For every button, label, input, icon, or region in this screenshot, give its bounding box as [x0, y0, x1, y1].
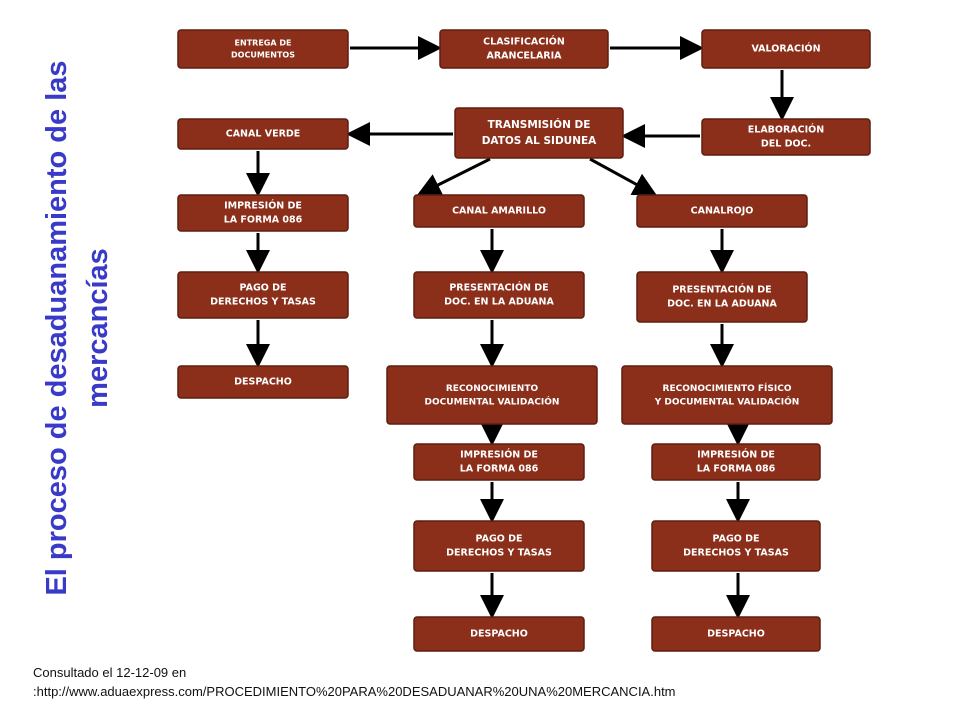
box-shape	[439, 29, 609, 69]
box-shape	[413, 520, 585, 572]
box-label: DERECHOS Y TASAS	[210, 297, 316, 308]
box-shape	[701, 118, 871, 156]
flow-arrow	[589, 157, 658, 196]
box-shape	[413, 271, 585, 319]
box-shape	[636, 194, 808, 228]
box-label: IMPRESIÓN DE	[460, 448, 538, 460]
box-pago-1: PAGO DE DERECHOS Y TASAS	[177, 271, 349, 319]
box-shape	[651, 520, 821, 572]
box-label: Y DOCUMENTAL VALIDACIÓN	[654, 395, 800, 407]
box-canal-amarillo: CANAL AMARILLO	[413, 194, 585, 228]
box-valoracion: VALORACIÓN	[701, 29, 871, 69]
box-shape	[177, 365, 349, 399]
box-label: DESPACHO	[234, 377, 292, 388]
box-shape	[386, 365, 598, 425]
box-shape	[651, 443, 821, 481]
box-impresion-1: IMPRESIÓN DE LA FORMA 086	[177, 194, 349, 232]
box-label: DOCUMENTOS	[231, 51, 295, 60]
box-pago-3: PAGO DE DERECHOS Y TASAS	[651, 520, 821, 572]
box-canal-verde: CANAL VERDE	[177, 118, 349, 150]
box-label: DESPACHO	[707, 629, 765, 640]
box-shape	[177, 194, 349, 232]
box-label: VALORACIÓN	[751, 43, 820, 55]
box-label: PAGO DE	[713, 533, 760, 544]
box-label: ELABORACIÓN	[748, 123, 824, 135]
box-label: DERECHOS Y TASAS	[683, 548, 789, 559]
box-presentacion-3: PRESENTACIÓN DE DOC. EN LA ADUANA	[636, 271, 808, 323]
box-label: DATOS AL SIDUNEA	[482, 135, 597, 147]
box-shape	[413, 443, 585, 481]
box-label: DOC. EN LA ADUANA	[667, 299, 777, 310]
box-shape	[701, 29, 871, 69]
box-label: DERECHOS Y TASAS	[446, 548, 552, 559]
box-label: LA FORMA 086	[460, 464, 539, 475]
box-label: DESPACHO	[470, 629, 528, 640]
flowchart-diagram: ENTREGA DE DOCUMENTOS CLASIFICACIÓN ARANCEL…	[177, 29, 871, 652]
source-citation: Consultado el 12-12-09 en :http://www.ad…	[33, 663, 676, 701]
box-transmision: TRANSMISIÓN DE DATOS AL SIDUNEA	[454, 107, 624, 159]
box-shape	[177, 29, 349, 69]
box-despacho-1: DESPACHO	[177, 365, 349, 399]
box-entrega: ENTREGA DE DOCUMENTOS	[177, 29, 349, 69]
box-label: TRANSMISIÓN DE	[488, 118, 591, 131]
box-shape	[413, 616, 585, 652]
box-label: PAGO DE	[240, 282, 287, 293]
box-despacho-3: DESPACHO	[651, 616, 821, 652]
box-presentacion-2: PRESENTACIÓN DE DOC. EN LA ADUANA	[413, 271, 585, 319]
box-label: CANALROJO	[691, 206, 754, 217]
box-label: CANAL AMARILLO	[452, 206, 546, 217]
box-label: RECONOCIMIENTO FÍSICO	[663, 382, 792, 394]
source-line-1: Consultado el 12-12-09 en	[33, 665, 187, 680]
box-label: CANAL VERDE	[226, 129, 301, 140]
box-label: IMPRESIÓN DE	[224, 199, 302, 211]
box-impresion-3: IMPRESIÓN DE LA FORMA 086	[651, 443, 821, 481]
box-despacho-2: DESPACHO	[413, 616, 585, 652]
box-label: IMPRESIÓN DE	[697, 448, 775, 460]
box-shape	[177, 118, 349, 150]
box-label: LA FORMA 086	[697, 464, 776, 475]
box-label: CLASIFICACIÓN	[483, 35, 565, 47]
box-label: DOC. EN LA ADUANA	[444, 297, 554, 308]
box-label: ARANCELARIA	[486, 51, 562, 62]
box-label: PAGO DE	[476, 533, 523, 544]
flow-arrow	[416, 157, 491, 196]
box-elaboracion: ELABORACIÓN DEL DOC.	[701, 118, 871, 156]
box-label: RECONOCIMIENTO	[446, 384, 539, 394]
box-shape	[651, 616, 821, 652]
box-shape	[413, 194, 585, 228]
box-label: ENTREGA DE	[235, 39, 292, 48]
box-shape	[454, 107, 624, 159]
box-shape	[621, 365, 833, 425]
box-shape	[177, 271, 349, 319]
source-line-2: :http://www.aduaexpress.com/PROCEDIMIENT…	[33, 684, 676, 699]
box-clasificacion: CLASIFICACIÓN ARANCELARIA	[439, 29, 609, 69]
box-label: PRESENTACIÓN DE	[672, 283, 771, 295]
box-impresion-2: IMPRESIÓN DE LA FORMA 086	[413, 443, 585, 481]
box-pago-2: PAGO DE DERECHOS Y TASAS	[413, 520, 585, 572]
box-label: PRESENTACIÓN DE	[449, 281, 548, 293]
box-label: DEL DOC.	[761, 139, 811, 150]
box-label: DOCUMENTAL VALIDACIÓN	[425, 395, 560, 407]
box-canal-rojo: CANALROJO	[636, 194, 808, 228]
box-label: LA FORMA 086	[224, 215, 303, 226]
box-shape	[636, 271, 808, 323]
